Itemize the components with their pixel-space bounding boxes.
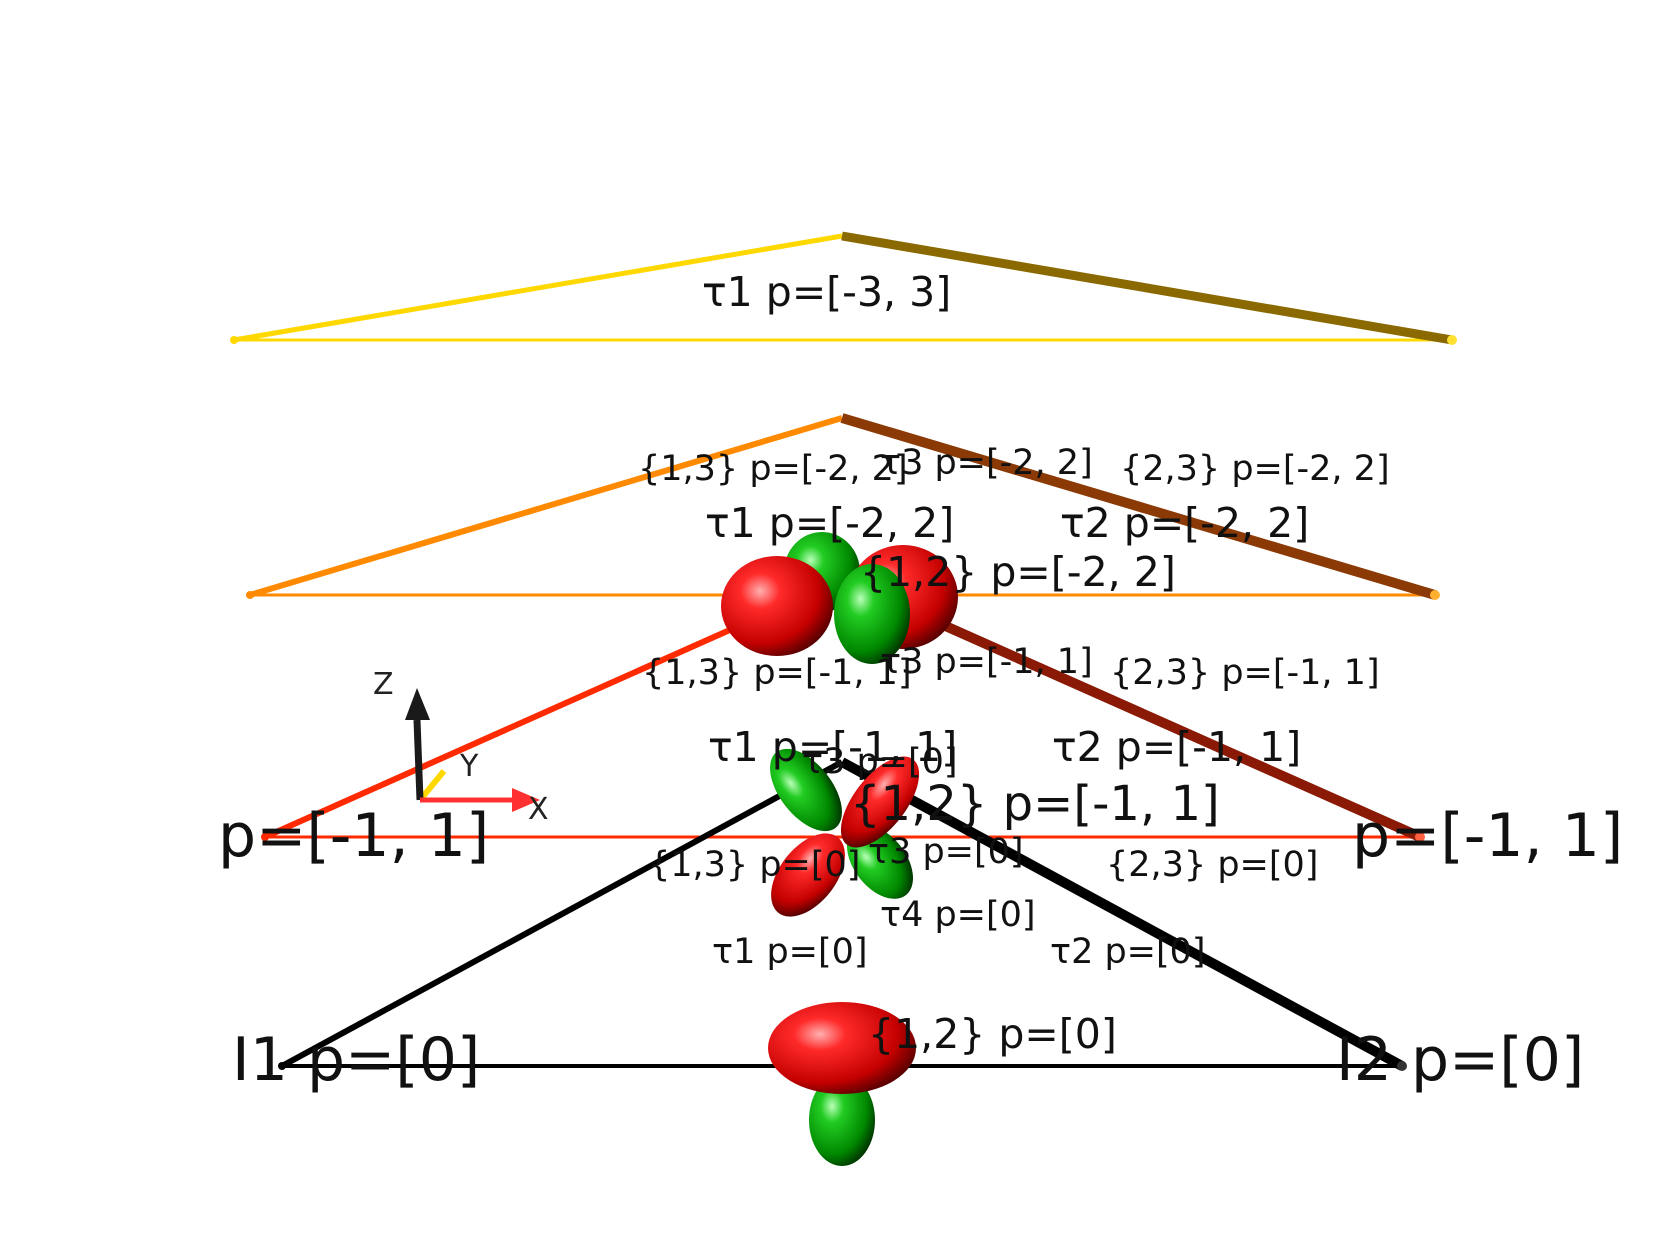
orbital-lobe-positive	[721, 556, 833, 656]
level-0-vertex-right	[1397, 1061, 1407, 1071]
level-2-edge-left	[249, 415, 843, 598]
level-3-vertex-left	[230, 336, 238, 344]
z-axis-arrowhead	[405, 688, 430, 720]
level-3-triangle	[230, 231, 1457, 345]
level-2-vertex-right	[1430, 590, 1440, 600]
orbital-lobe-negative	[770, 748, 842, 832]
z-axis	[413, 719, 424, 801]
level-1-vertex-left	[261, 833, 269, 841]
level-2-vertex-left	[246, 591, 254, 599]
level-3-edge-left	[233, 233, 843, 343]
x-axis-arrowhead	[512, 788, 540, 812]
level-3-edge-right	[841, 231, 1453, 345]
orbital-lobe-negative	[809, 1074, 875, 1166]
axis-triad	[405, 688, 540, 812]
orbital-level-1	[770, 748, 920, 917]
level-2-edge-right	[840, 413, 1437, 600]
orbital-lobe-positive	[840, 756, 920, 848]
orbital-lobe-positive	[768, 1002, 916, 1094]
level-3-vertex-right	[1447, 335, 1457, 345]
orbital-level-0	[768, 1002, 916, 1166]
orbital-lobe-negative	[834, 564, 910, 664]
level-0-vertex-left	[278, 1062, 286, 1070]
level-0-edge-right	[839, 757, 1405, 1071]
orbital-level-2	[721, 532, 958, 664]
orbital-lobe-positive	[771, 833, 845, 917]
y-axis	[417, 769, 447, 802]
level-0-edge-left	[280, 759, 844, 1069]
level-1-vertex-right	[1415, 832, 1425, 842]
